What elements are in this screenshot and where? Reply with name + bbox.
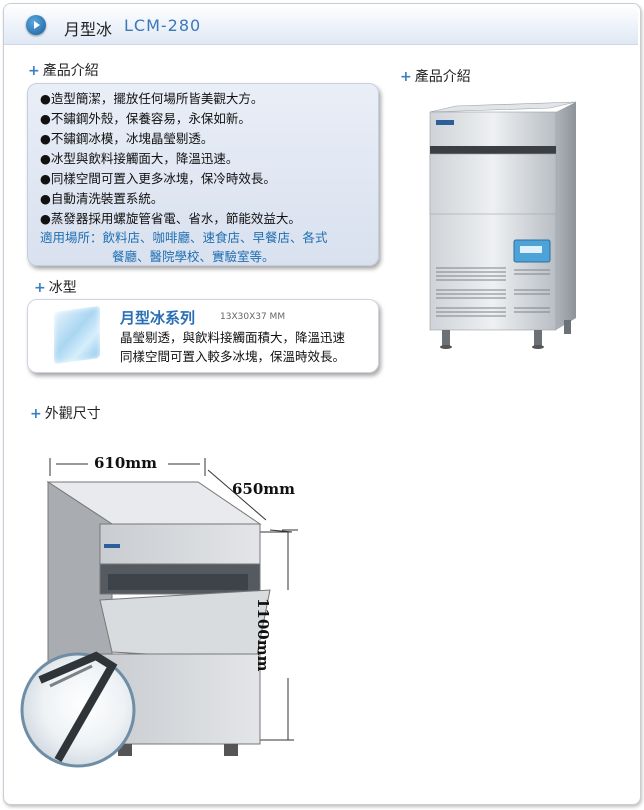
- feature-line: ●蒸發器採用螺旋管省電、省水，節能效益大。: [40, 211, 301, 226]
- ice-desc-line: 晶瑩剔透，與飲料接觸面積大，降溫迅速: [120, 330, 346, 345]
- feature-line: ●同樣空間可置入更多冰塊，保冷時效長。: [40, 171, 276, 186]
- intro-heading: +產品介紹: [28, 60, 99, 80]
- intro-box: ●造型簡潔，擺放任何場所皆美觀大方。 ●不鏽鋼外殼，保養容易，永保如新。 ●不鏽…: [27, 83, 379, 266]
- intro-heading-text: 產品介紹: [42, 63, 99, 79]
- plus-icon: +: [30, 406, 42, 422]
- usage-line: 適用場所：飲料店、咖啡廳、速食店、早餐店、各式: [40, 230, 328, 245]
- dimension-heading-text: 外觀尺寸: [44, 406, 101, 422]
- ice-type-box: 月型冰系列 13X30X37 MM 晶瑩剔透，與飲料接觸面積大，降溫迅速 同樣空…: [27, 299, 379, 373]
- width-label: 610mm: [94, 454, 158, 472]
- usage-line: 餐廳、醫院學校、實驗室等。: [112, 249, 275, 264]
- dimension-drawing: [20, 458, 298, 768]
- right-heading: +產品介紹: [400, 66, 471, 86]
- plus-icon: +: [28, 63, 40, 79]
- depth-label: 650mm: [232, 480, 296, 498]
- ice-machine-image: [429, 101, 577, 349]
- ice-desc-line: 同樣空間可置入較多冰塊，保溫時效長。: [120, 349, 346, 364]
- right-heading-text: 產品介紹: [414, 69, 471, 85]
- ice-series-name: 月型冰系列: [120, 309, 196, 327]
- plus-icon: +: [34, 280, 46, 296]
- dimension-heading: +外觀尺寸: [30, 403, 101, 423]
- ice-heading-text: 冰型: [48, 280, 77, 296]
- ice-size: 13X30X37 MM: [220, 312, 286, 322]
- feature-line: ●不鏽鋼外殼，保養容易，永保如新。: [40, 111, 251, 126]
- page-header: 月型冰 LCM-280: [4, 4, 638, 45]
- plus-icon: +: [400, 69, 412, 85]
- ice-cube-image: [54, 305, 100, 365]
- ice-heading: +冰型: [34, 277, 77, 297]
- feature-line: ●造型簡潔，擺放任何場所皆美觀大方。: [40, 91, 264, 106]
- feature-line: ●不鏽鋼冰模，冰塊晶瑩剔透。: [40, 131, 214, 146]
- height-label: 1100mm: [254, 598, 272, 672]
- model-code: LCM-280: [124, 16, 202, 35]
- feature-line: ●自動清洗裝置系統。: [40, 191, 164, 206]
- page-title: 月型冰: [64, 20, 113, 39]
- play-icon[interactable]: [26, 15, 46, 35]
- feature-line: ●冰型與飲料接觸面大，降溫迅速。: [40, 151, 239, 166]
